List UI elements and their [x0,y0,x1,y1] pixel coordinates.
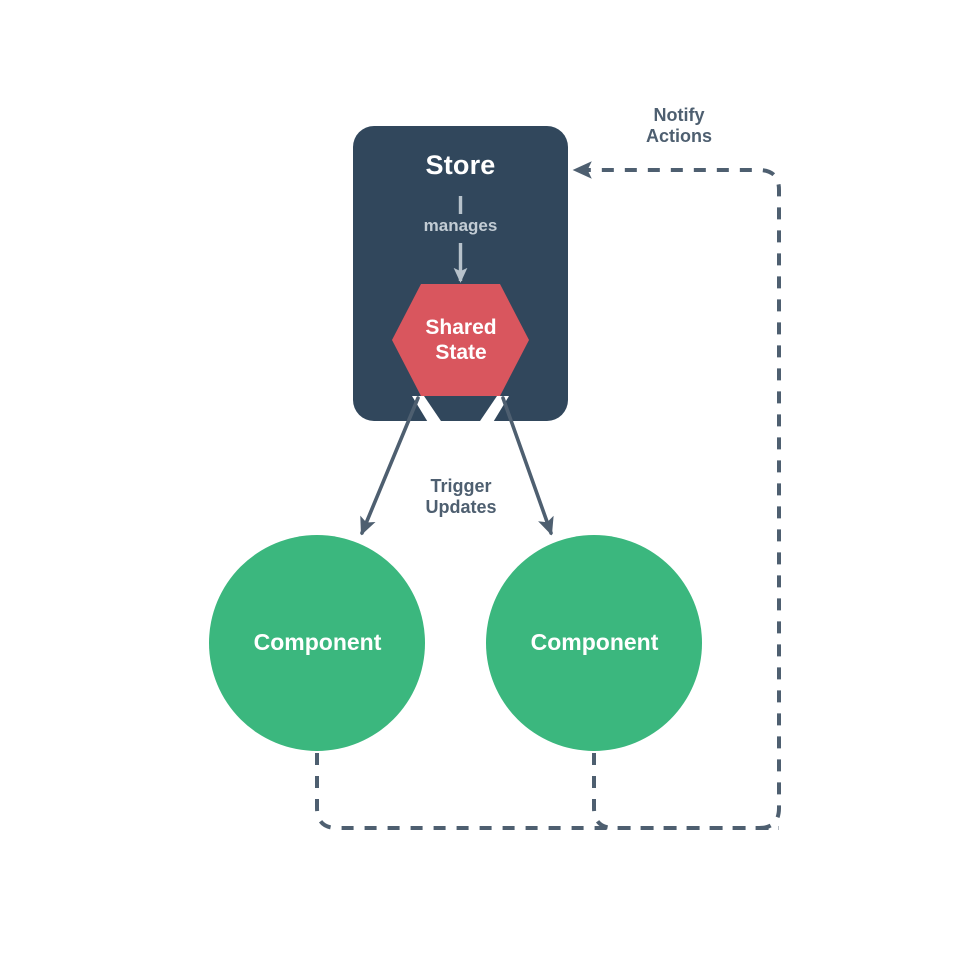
edge-gap-right [478,396,509,424]
notify-actions-path-right [592,753,779,830]
trigger-updates-arrow-right [501,396,554,536]
notify-actions-path-return [572,161,781,830]
notify-actions-path-left [315,753,779,830]
edge-gap-left [412,396,443,424]
component-circle-right[interactable] [486,535,702,751]
shared-state-hexagon[interactable] [392,284,529,396]
component-circle-left[interactable] [209,535,425,751]
trigger-updates-arrow-left [360,396,420,536]
